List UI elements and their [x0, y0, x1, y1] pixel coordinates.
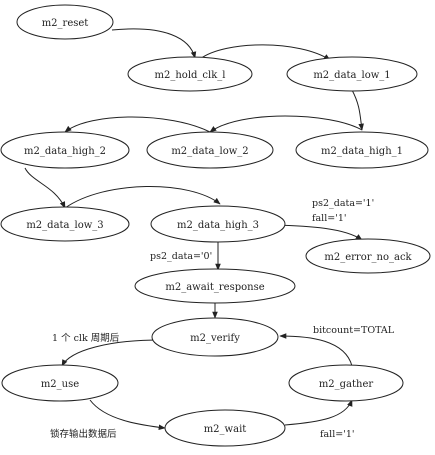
node-m2-verify: m2_verify	[151, 317, 279, 357]
edge-label-clk-period: 1 个 clk 周期后	[52, 333, 120, 344]
node-label: m2_verify	[190, 333, 240, 344]
node-label: m2_reset	[42, 18, 89, 29]
node-label: m2_wait	[204, 424, 247, 435]
edge-wait-to-gather	[284, 399, 353, 426]
node-label: m2_data_low_1	[313, 70, 390, 81]
node-m2-data-high-1: m2_data_high_1	[295, 131, 429, 169]
node-m2-data-high-3: m2_data_high_3	[150, 205, 286, 243]
edge-label-fall-top: fall='1'	[312, 213, 346, 224]
edge-label-ps2-data-1: ps2_data='1'	[312, 198, 374, 209]
node-label: m2_error_no_ack	[324, 252, 412, 263]
node-label: m2_data_high_3	[177, 220, 259, 231]
node-m2-data-low-3: m2_data_low_3	[0, 206, 130, 242]
node-label: m2_gather	[319, 379, 374, 390]
edge-data-high-2-to-data-low-3	[24, 167, 66, 209]
edge-labels: ps2_data='1' fall='1' ps2_data='0' 1 个 c…	[50, 198, 395, 440]
edge-label-fall-bottom: fall='1'	[320, 429, 354, 440]
node-m2-reset: m2_reset	[16, 4, 114, 40]
edge-data-low-1-to-data-high-1	[351, 89, 364, 131]
node-m2-data-low-1: m2_data_low_1	[286, 56, 418, 92]
edge-reset-to-hold-clk	[111, 28, 197, 59]
node-label: m2_data_low_2	[171, 146, 248, 157]
edge-verify-to-use	[61, 339, 161, 367]
nodes: m2_reset m2_hold_clk_l m2_data_low_1 m2_…	[0, 4, 431, 447]
edges	[24, 28, 364, 431]
edge-use-to-wait	[89, 399, 166, 431]
node-label: m2_data_low_3	[26, 220, 103, 231]
node-m2-error-no-ack: m2_error_no_ack	[305, 238, 431, 274]
edge-gather-to-verify	[279, 333, 353, 367]
node-m2-wait: m2_wait	[164, 409, 286, 447]
edge-data-low-2-to-data-high-2	[64, 116, 211, 133]
node-m2-await-response: m2_await_response	[134, 268, 296, 304]
edge-data-high-1-to-data-low-2	[209, 115, 363, 133]
node-m2-gather: m2_gather	[288, 364, 404, 402]
node-label: m2_hold_clk_l	[155, 70, 226, 81]
node-m2-use: m2_use	[1, 364, 119, 402]
edge-data-low-3-to-data-high-3	[64, 186, 221, 209]
node-m2-data-low-2: m2_data_low_2	[146, 131, 274, 169]
node-m2-hold-clk-l: m2_hold_clk_l	[127, 56, 253, 92]
edge-hold-clk-to-data-low-1	[199, 44, 331, 61]
edge-data-high-3-to-error-no-ack	[272, 224, 363, 241]
node-label: m2_data_high_1	[321, 146, 403, 157]
node-label: m2_use	[41, 379, 79, 390]
node-m2-data-high-2: m2_data_high_2	[0, 131, 130, 169]
edge-label-latch-output: 锁存输出数据后	[50, 428, 117, 440]
edge-label-ps2-data-0: ps2_data='0'	[150, 251, 212, 262]
edge-label-bitcount: bitcount=TOTAL	[313, 325, 395, 336]
node-label: m2_data_high_2	[24, 146, 106, 157]
node-label: m2_await_response	[165, 282, 264, 293]
